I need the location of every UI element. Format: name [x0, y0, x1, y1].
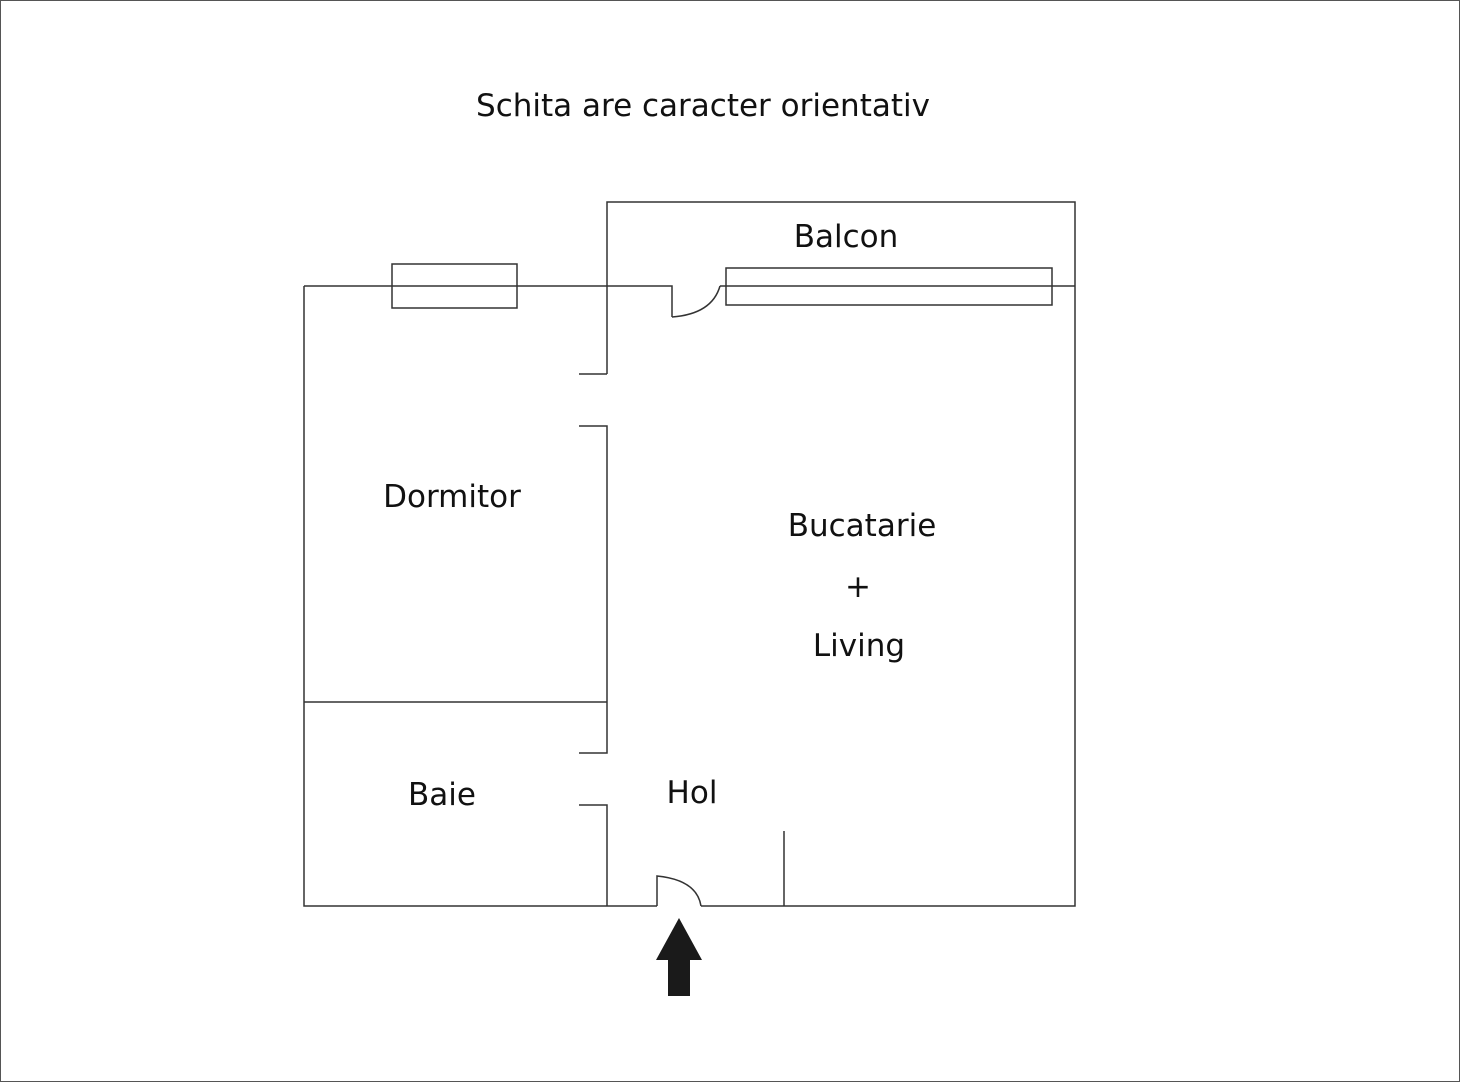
balcony-door-icon [671, 285, 721, 318]
living-window [725, 267, 1053, 306]
room-label-hol: Hol [666, 775, 718, 811]
room-label-baie: Baie [408, 777, 476, 813]
room-label-living: Living [812, 628, 906, 664]
plan-title: Schita are caracter orientativ [476, 88, 930, 124]
bedroom-window [391, 263, 518, 309]
bath-wall [579, 804, 608, 906]
bedroom-wall [579, 425, 608, 754]
room-label-plus: + [845, 569, 871, 605]
top-wall [304, 285, 673, 317]
balcony-outline [606, 201, 1076, 374]
entrance-arrow-icon [656, 918, 702, 996]
room-label-bucatarie: Bucatarie [787, 508, 937, 544]
outer-wall [303, 286, 657, 907]
room-label-dormitor: Dormitor [383, 479, 521, 515]
room-label-balcon: Balcon [793, 219, 899, 255]
outer-wall-right [701, 286, 1076, 907]
entrance-door-icon [656, 875, 702, 907]
